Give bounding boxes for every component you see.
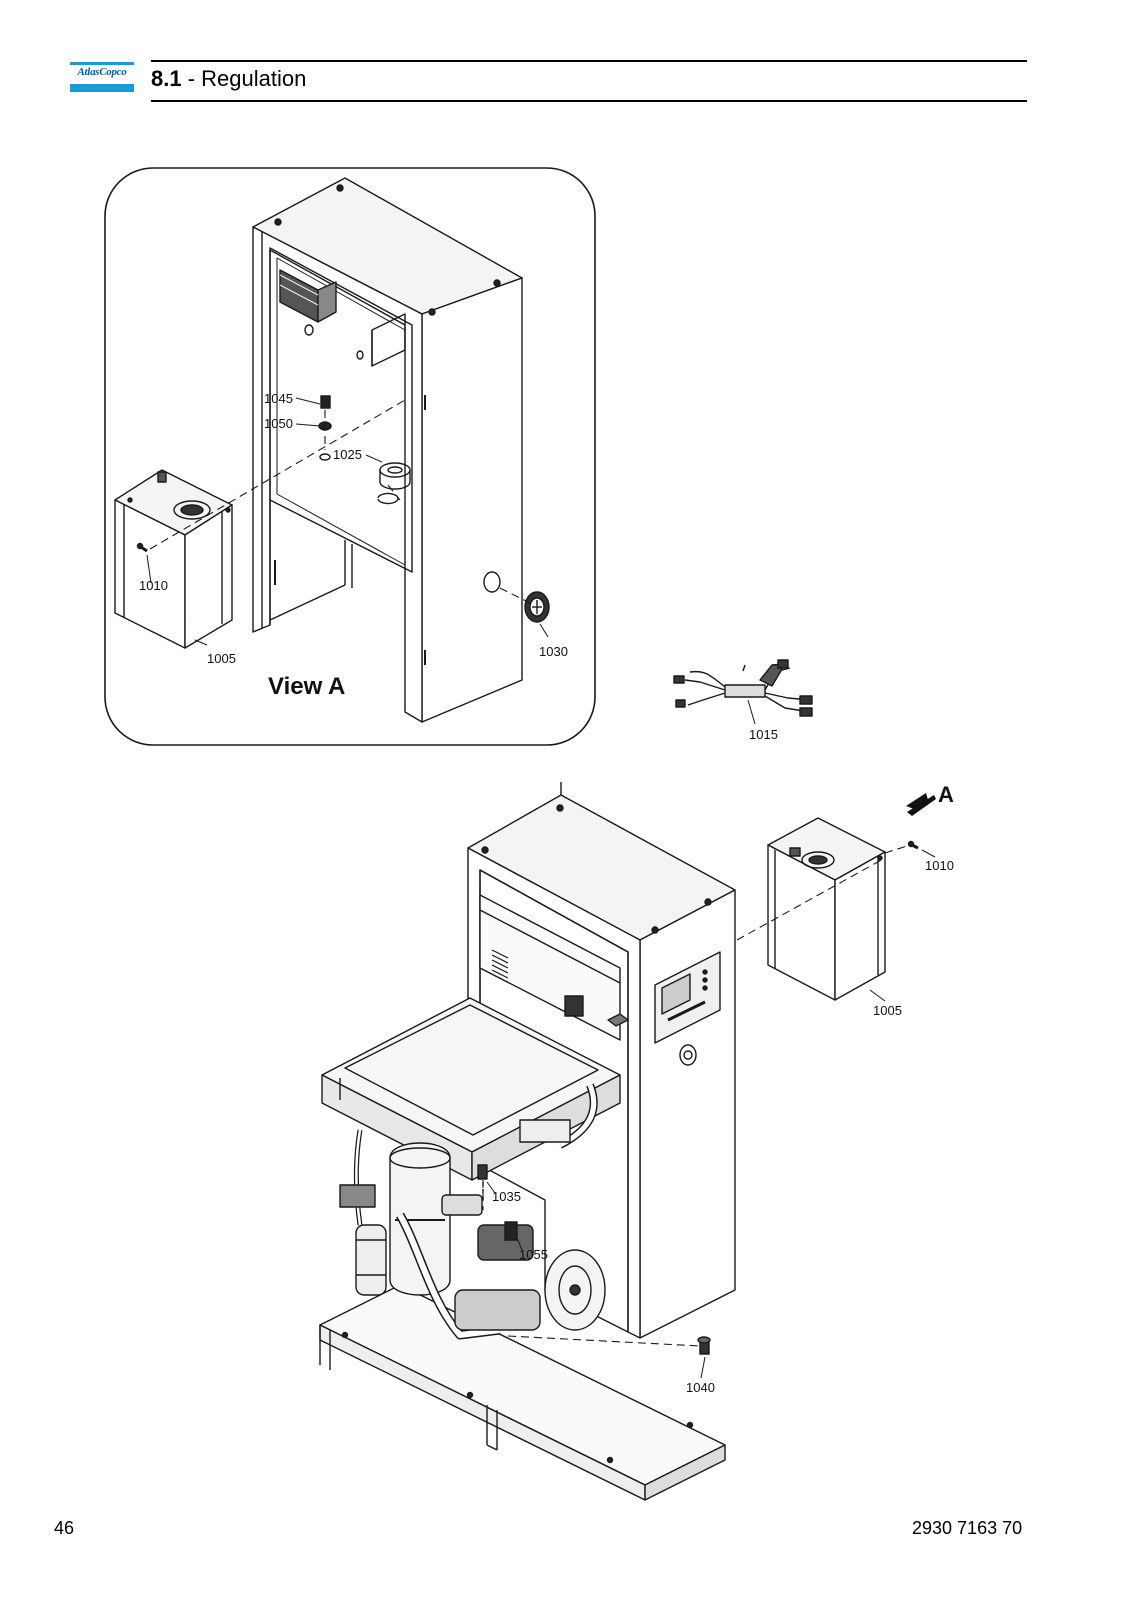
callout-1010-view-a: 1010 <box>139 578 168 593</box>
main-leaders <box>486 849 936 1379</box>
callout-1045: 1045 <box>264 391 293 406</box>
view-a-regulator-box <box>114 469 233 649</box>
dryer-cabinet <box>467 782 736 1339</box>
callout-1005-view-a: 1005 <box>207 651 236 666</box>
valve-1055 <box>504 1221 518 1241</box>
callout-1055: 1055 <box>519 1247 548 1262</box>
header-top-rule <box>151 60 1027 62</box>
view-a-arrow <box>906 793 936 816</box>
view-a-screw <box>136 542 148 553</box>
sensor-1040 <box>697 1336 711 1355</box>
view-a-title: View A <box>268 673 345 700</box>
main-regulator-box <box>767 817 886 1001</box>
view-a-cabinet <box>252 177 523 723</box>
main-screw <box>907 840 919 850</box>
callout-1050: 1050 <box>264 416 293 431</box>
callout-1030: 1030 <box>539 644 568 659</box>
callout-labels: 1045 1050 1025 1010 1005 1030 1015 1010 … <box>139 391 954 1395</box>
page-number: 46 <box>54 1518 75 1538</box>
callout-1035: 1035 <box>492 1189 521 1204</box>
wiring-harness <box>673 659 813 725</box>
header-bottom-rule <box>151 100 1027 102</box>
dryer-base <box>319 1284 726 1501</box>
callout-1040: 1040 <box>686 1380 715 1395</box>
page-title: 8.1 - Regulation <box>151 66 306 92</box>
callout-1005-main: 1005 <box>873 1003 902 1018</box>
callout-1010-main: 1010 <box>925 858 954 873</box>
view-a-leaders <box>146 397 549 646</box>
callout-1015: 1015 <box>749 727 778 742</box>
callout-1025: 1025 <box>333 447 362 462</box>
heat-exchanger <box>321 997 621 1181</box>
view-marker-a: A <box>938 782 954 807</box>
view-a-dashed-guides <box>149 399 531 604</box>
view-a-frame <box>104 167 596 746</box>
refrigerant-compressor <box>339 1083 606 1340</box>
atlas-copco-logo: AtlasCopco <box>70 62 134 92</box>
main-dashed-guides <box>482 845 908 1347</box>
section-separator: - <box>181 66 202 91</box>
logo-text: AtlasCopco <box>77 66 127 78</box>
section-number: 8.1 <box>151 66 182 91</box>
view-a-grommet <box>524 591 550 623</box>
section-title: Regulation <box>201 66 307 91</box>
document-number: 2930 7163 70 <box>912 1518 1023 1538</box>
